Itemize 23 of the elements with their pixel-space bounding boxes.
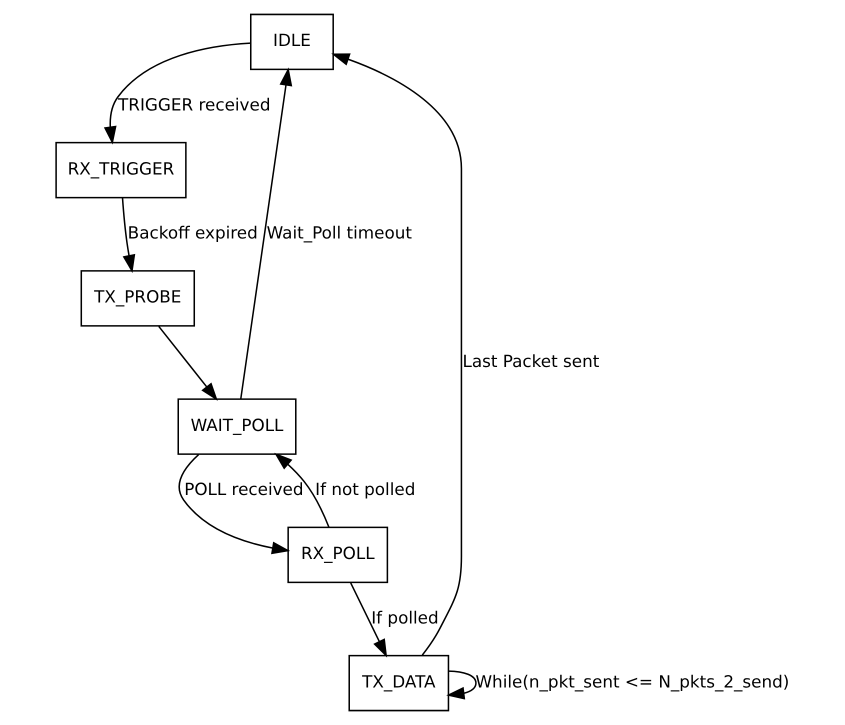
arrow — [104, 42, 251, 145]
node-box: RX_POLL — [287, 526, 388, 584]
edge-label: Wait_Poll timeout — [266, 222, 412, 243]
node-box: WAIT_POLL — [177, 398, 297, 455]
edge-label: If not polled — [315, 479, 416, 500]
edge-label: POLL received — [184, 479, 304, 500]
node-box: TX_PROBE — [80, 270, 196, 327]
edge-label: If polled — [371, 607, 439, 628]
arrow — [274, 452, 330, 528]
edge-label: TRIGGER received — [118, 94, 270, 114]
node-box: RX_TRIGGER — [55, 142, 187, 198]
node-box: IDLE — [250, 14, 334, 70]
node-box: TX_DATA — [348, 654, 450, 712]
edge-label: Last Packet sent — [462, 350, 600, 371]
edge-label: Backoff expired — [128, 222, 258, 243]
arrow — [178, 454, 290, 554]
arrow — [122, 198, 136, 274]
arrow — [446, 670, 477, 700]
edge-label: While(n_pkt_sent <= N_pkts_2_send) — [475, 671, 790, 692]
arrow — [350, 582, 388, 658]
arrow — [331, 53, 462, 656]
arrow — [240, 67, 292, 399]
arrow — [158, 326, 218, 401]
